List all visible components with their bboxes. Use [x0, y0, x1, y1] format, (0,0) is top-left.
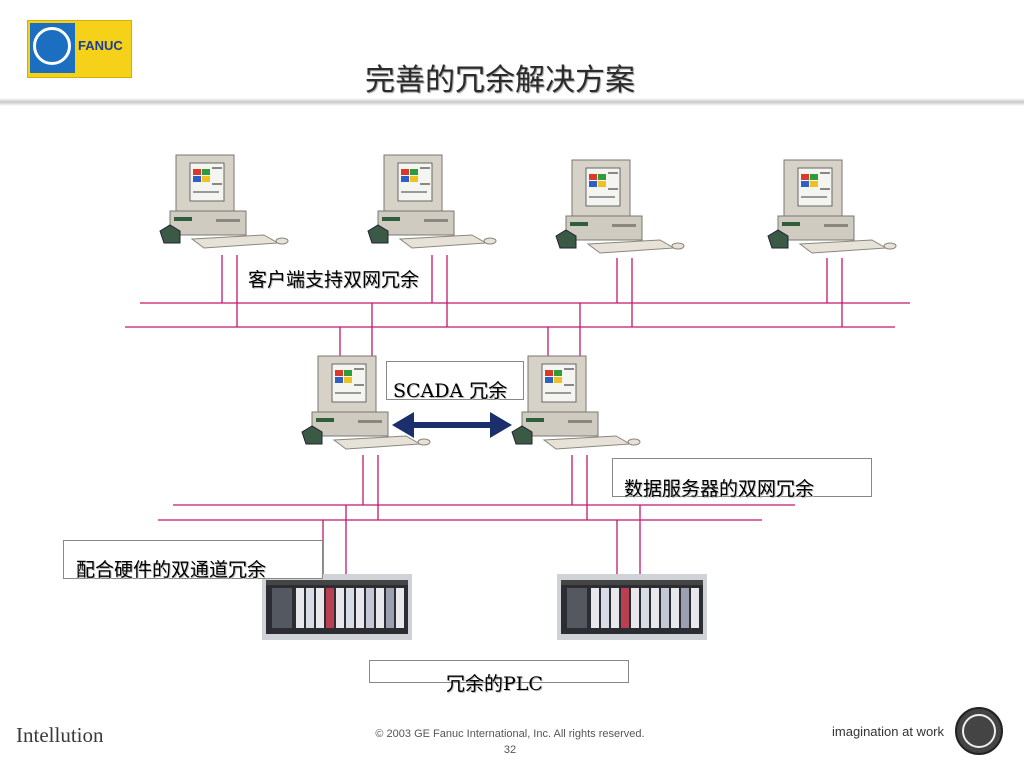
scada-upper-drops: [339, 303, 581, 360]
client-pc-3: [555, 159, 685, 254]
slide-title: 完善的冗余解决方案: [365, 63, 635, 98]
plc-rack-1: [262, 574, 412, 640]
plc-drops: [322, 505, 641, 580]
clients-label: 客户端支持双网冗余: [248, 269, 420, 291]
upper-dual-network: [125, 302, 910, 328]
fanuc-logo-text: FANUC: [78, 38, 123, 53]
client-network-drops: [221, 255, 843, 327]
lower-dual-network: [158, 504, 795, 521]
scada-label: SCADA 冗余: [393, 380, 508, 402]
scada-lower-drops: [362, 455, 588, 520]
hardware-label-box: [63, 540, 323, 579]
page-number: 32: [503, 744, 517, 756]
data-servers-label-box: [612, 458, 872, 497]
client-pc-2: [367, 154, 497, 249]
data-servers-label: 数据服务器的双网冗余: [624, 478, 815, 500]
ge-monogram-icon: [33, 27, 71, 65]
plc-rack-2: [557, 574, 707, 640]
hardware-label: 配合硬件的双通道冗余: [76, 559, 267, 581]
scada-pc-2: [511, 355, 641, 450]
ge-monogram-ring: [962, 714, 996, 748]
copyright-text: © 2003 GE Fanuc International, Inc. All …: [375, 728, 645, 740]
title-divider: [0, 98, 1024, 106]
plc-label: 冗余的PLC: [446, 673, 543, 695]
tagline-text: imagination at work: [832, 724, 944, 739]
client-pc-4: [767, 159, 897, 254]
intellution-logo: Intellution: [16, 723, 104, 747]
redundancy-arrow: [392, 412, 512, 438]
scada-label-box: [386, 361, 524, 400]
plc-label-box: [369, 660, 629, 683]
client-pc-1: [159, 154, 289, 249]
